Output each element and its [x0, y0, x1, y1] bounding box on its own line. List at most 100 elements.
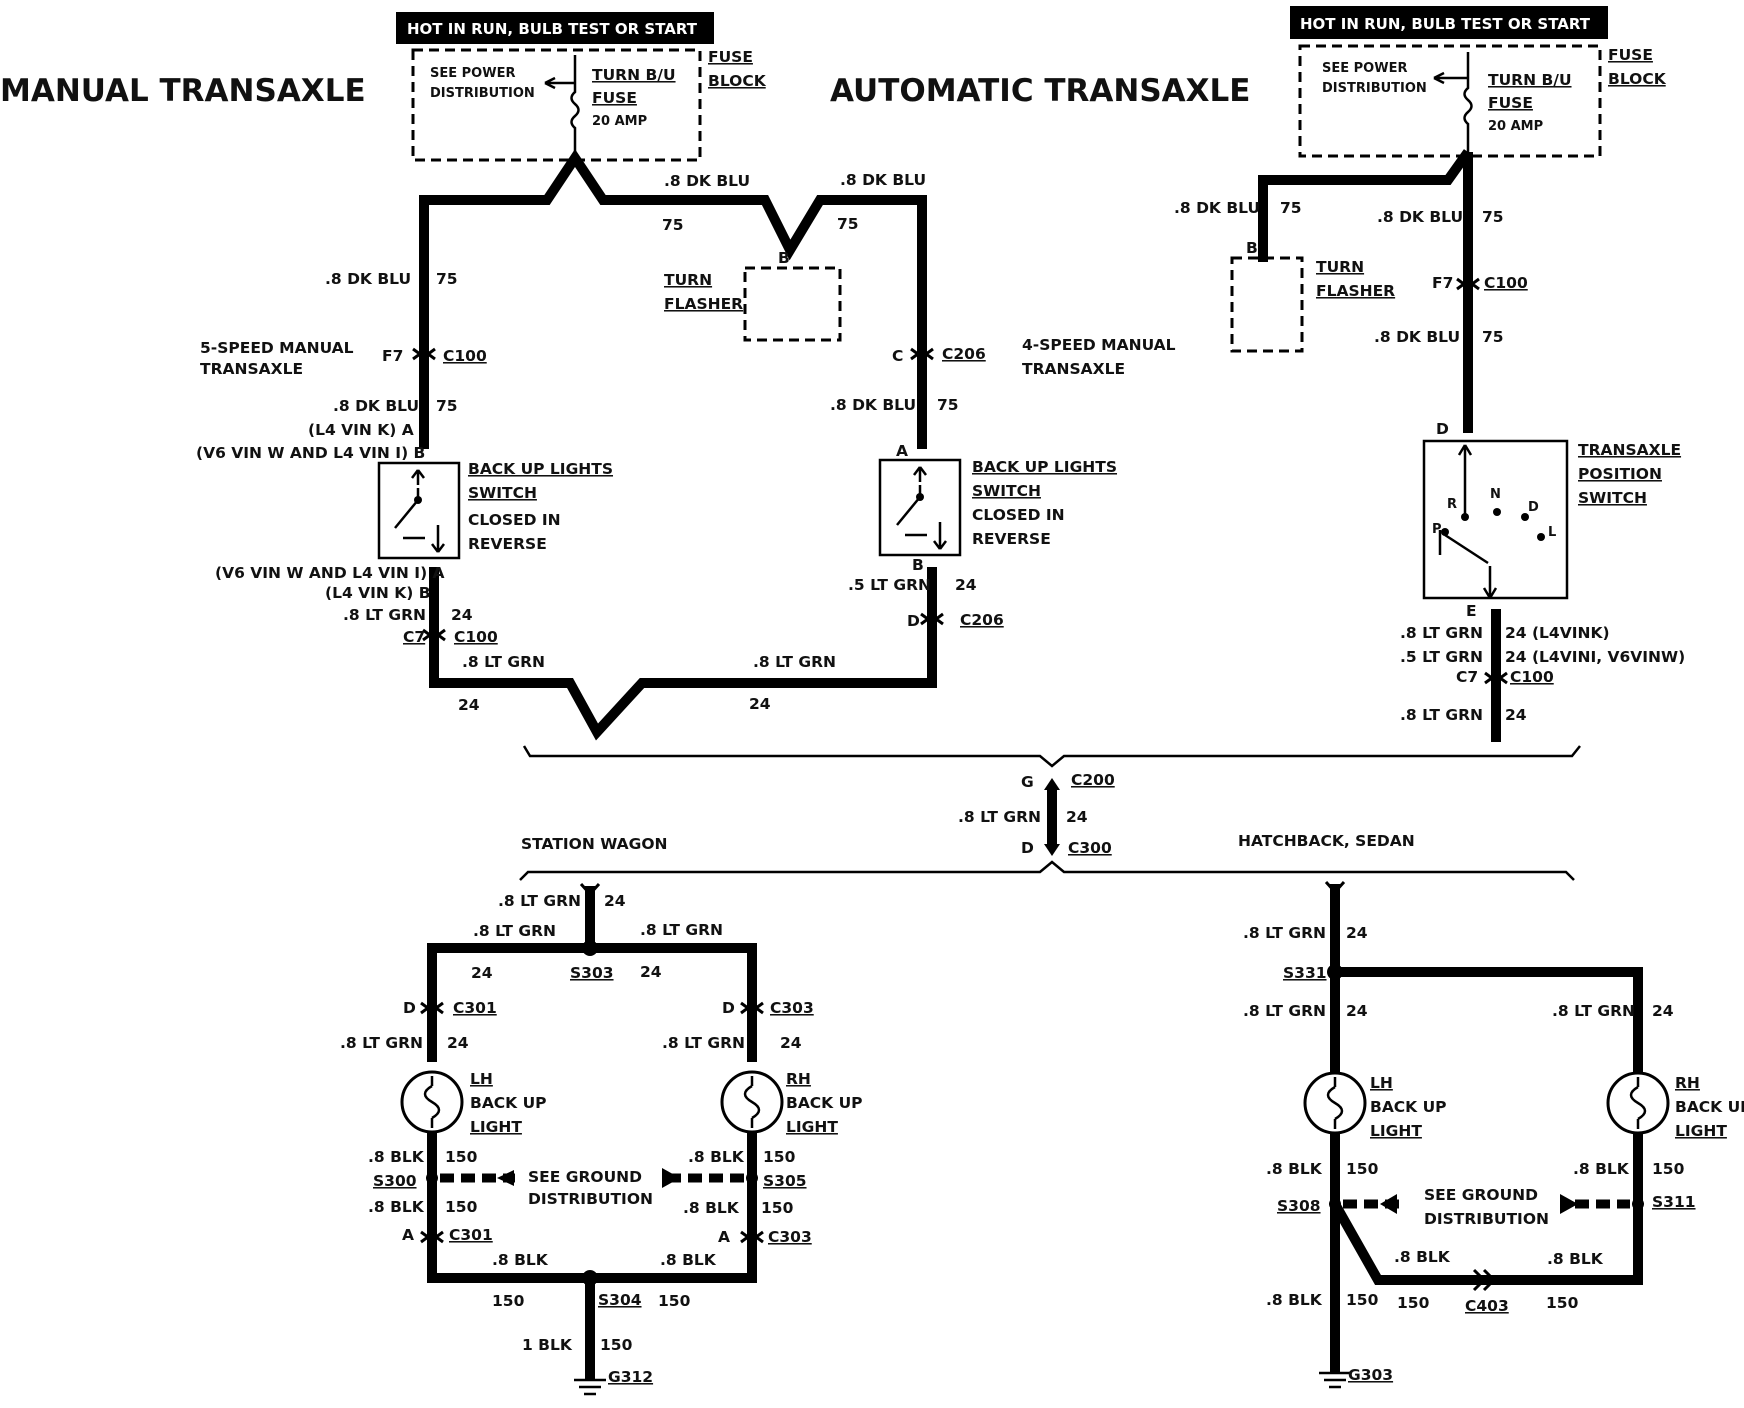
- circuit-75-left-1: 75: [436, 270, 458, 288]
- circuit-75-top-1: 75: [662, 216, 684, 234]
- wire-blk-sw-right: .8 BLK: [660, 1251, 717, 1269]
- circuit-150-hs-ground: 150: [1346, 1291, 1379, 1309]
- circuit-150-rh-sw-2: 150: [761, 1199, 794, 1217]
- switch-pivot-4speed: [916, 493, 924, 501]
- wire-lt-grn-5-auto: .5 LT GRN: [1400, 648, 1483, 666]
- backup-label-lh-hs: BACK UP: [1370, 1098, 1447, 1116]
- pin-b-flasher-manual: B: [778, 249, 790, 267]
- wire-blk-rh-hs: .8 BLK: [1573, 1160, 1630, 1178]
- circuit-150-hs-mid: 150: [1397, 1294, 1430, 1312]
- circuit-150-lh-sw-1: 150: [445, 1148, 478, 1166]
- turn-flasher-manual-label-1: TURN: [664, 271, 712, 289]
- merge-brace-top: [522, 745, 1581, 768]
- wire-lt-grn-auto-1: .8 LT GRN: [1400, 624, 1483, 642]
- circuit-75-auto-2: 75: [1482, 328, 1504, 346]
- trans-pos-contact-l: [1537, 533, 1545, 541]
- pin-d-4speed: D: [907, 612, 920, 630]
- wire-label-top-1: .8 DK BLU: [664, 172, 750, 190]
- connector-c300: C300: [1068, 839, 1112, 857]
- pin-b-flasher-auto: B: [1246, 239, 1258, 257]
- ground-arrow-s305: [662, 1168, 680, 1188]
- circuit-24-lh-hs: 24: [1346, 1002, 1368, 1020]
- splice-s331: [1327, 964, 1343, 980]
- vin-a-bot: (V6 VIN W AND L4 VIN I) A: [215, 564, 445, 582]
- see-ground-sw-2: DISTRIBUTION: [528, 1190, 653, 1208]
- connector-c100-auto-bot: C100: [1510, 668, 1554, 686]
- fuse-block-left-label-1: FUSE: [708, 48, 753, 66]
- wire-lt-grn-lh-sw: .8 LT GRN: [340, 1034, 423, 1052]
- c200-arrow: [1044, 778, 1060, 790]
- backup-label-rh-sw: BACK UP: [786, 1094, 863, 1112]
- circuit-24-bottom-right: 24: [749, 695, 771, 713]
- automatic-transaxle-title: AUTOMATIC TRANSAXLE: [830, 73, 1250, 109]
- backup-switch-5speed-label-2: SWITCH: [468, 484, 537, 502]
- rh-label-hs: RH: [1675, 1074, 1700, 1092]
- trans-pos-contact-r: [1461, 513, 1469, 521]
- fuse-block-left-label-2: BLOCK: [708, 72, 767, 90]
- circuit-24-sw-top: 24: [604, 892, 626, 910]
- wire-blk-lh-sw-2: .8 BLK: [368, 1198, 425, 1216]
- c300-arrow: [1044, 844, 1060, 856]
- four-speed-label-2: TRANSAXLE: [1022, 360, 1125, 378]
- trans-pos-contact-d: [1521, 513, 1529, 521]
- pin-g-c200: G: [1021, 773, 1034, 791]
- pin-d-c303: D: [722, 999, 735, 1017]
- pin-d-c301: D: [403, 999, 416, 1017]
- see-power-right-2: DISTRIBUTION: [1322, 81, 1427, 96]
- trans-pos-switch-symbol: [1438, 444, 1498, 599]
- circuit-24-c200: 24: [1066, 808, 1088, 826]
- circuit-24-4speed: 24: [955, 576, 977, 594]
- lh-label-hs: LH: [1370, 1074, 1393, 1092]
- ground-symbol-g312: [574, 1378, 606, 1396]
- connector-chevrons-sw: [420, 1001, 764, 1244]
- circuit-75-top-2: 75: [837, 215, 859, 233]
- fuse-name-right-2: FUSE: [1488, 94, 1533, 112]
- ground-arrow-s308: [1380, 1194, 1397, 1214]
- wire-label-left-1: .8 DK BLU: [325, 270, 411, 288]
- connector-c100-auto-top: C100: [1484, 274, 1528, 292]
- turn-flasher-auto-label-1: TURN: [1316, 258, 1364, 276]
- fuse-symbol-left: [570, 55, 580, 158]
- circuit-24-hs-top: 24: [1346, 924, 1368, 942]
- turn-flasher-manual-label-2: FLASHER: [664, 295, 743, 313]
- fuse-block-right-label-2: BLOCK: [1608, 70, 1667, 88]
- fuse-block-right: [1298, 44, 1602, 158]
- rh-backup-bulb-hs: [1606, 1071, 1670, 1135]
- wire-blk-lh-hs: .8 BLK: [1266, 1160, 1323, 1178]
- wire-lt-grn-c200: .8 LT GRN: [958, 808, 1041, 826]
- switch-symbol-4speed: [896, 466, 947, 550]
- switch-pivot-5speed: [414, 496, 422, 504]
- connector-c301-top: C301: [453, 999, 497, 1017]
- wire-lt-grn-lh-hs: .8 LT GRN: [1243, 1002, 1326, 1020]
- wire-1-blk: 1 BLK: [522, 1336, 573, 1354]
- lh-label-sw: LH: [470, 1070, 493, 1088]
- circuit-24-5speed: 24: [451, 606, 473, 624]
- circuit-24-sw-left: 24: [471, 964, 493, 982]
- light-label-rh-hs: LIGHT: [1675, 1122, 1727, 1140]
- circuit-24-rh-sw: 24: [780, 1034, 802, 1052]
- wire-label-auto-2: .8 DK BLU: [1374, 328, 1460, 346]
- pin-f7-auto: F7: [1432, 274, 1453, 292]
- pin-a-c301: A: [402, 1226, 414, 1244]
- splice-s331-label: S331: [1283, 964, 1327, 982]
- backup-switch-5speed-label-1: BACK UP LIGHTS: [468, 460, 613, 478]
- backup-label-lh-sw: BACK UP: [470, 1094, 547, 1112]
- closed-in-5speed: CLOSED IN: [468, 511, 561, 529]
- rh-label-sw: RH: [786, 1070, 811, 1088]
- pin-a-c303: A: [718, 1228, 730, 1246]
- light-label-rh-sw: LIGHT: [786, 1118, 838, 1136]
- wire-label-auto-1: .8 DK BLU: [1377, 208, 1463, 226]
- light-label-lh-sw: LIGHT: [470, 1118, 522, 1136]
- fuse-name-right-1: TURN B/U: [1488, 71, 1572, 89]
- wire-lt-grn-bottom-right: .8 LT GRN: [753, 653, 836, 671]
- circuit-24-bottom-left: 24: [458, 696, 480, 714]
- lh-backup-bulb-sw: [400, 1070, 464, 1134]
- splice-s303: [582, 940, 598, 956]
- splice-s303-label: S303: [570, 964, 614, 982]
- five-speed-label-2: TRANSAXLE: [200, 360, 303, 378]
- circuit-24-lh-sw: 24: [447, 1034, 469, 1052]
- sw-top-fork: [579, 882, 601, 897]
- circuit-75-left-2: 75: [436, 397, 458, 415]
- connector-c303-top: C303: [770, 999, 814, 1017]
